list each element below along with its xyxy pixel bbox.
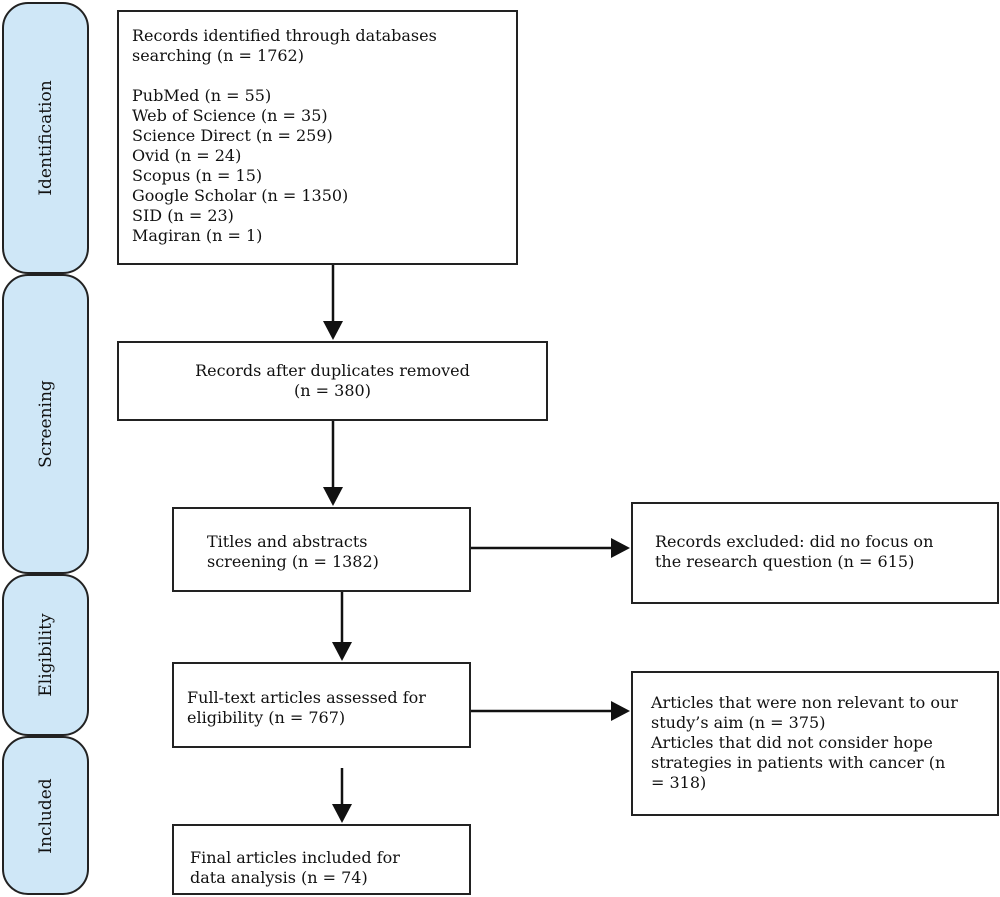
phase-screening: Screening (2, 274, 89, 574)
identified-heading-line-1: Records identified through databases (132, 26, 437, 45)
phase-eligibility: Eligibility (2, 574, 89, 736)
database-item-google-scholar: Google Scholar (n = 1350) (132, 186, 349, 205)
database-item-science-direct: Science Direct (n = 259) (132, 126, 333, 145)
arrow-duplicates-to-screening (323, 421, 343, 506)
articles-excluded-line-1: Articles that were non relevant to our (651, 693, 958, 712)
final-included-line-1: Final articles included for (190, 848, 400, 867)
titles-screening-line-2: screening (n = 1382) (207, 552, 379, 571)
arrow-identified-to-duplicates (323, 265, 343, 340)
articles-excluded-line-2: study’s aim (n = 375) (651, 713, 826, 732)
articles-excluded-line-4: strategies in patients with cancer (n (651, 753, 946, 772)
database-item-sid: SID (n = 23) (132, 206, 234, 225)
database-item-scopus: Scopus (n = 15) (132, 166, 263, 185)
duplicates-removed-line-2: (n = 380) (294, 381, 371, 400)
duplicates-removed-box: Records after duplicates removed (n = 38… (117, 341, 548, 421)
titles-abstracts-screening-box: Titles and abstracts screening (n = 1382… (172, 507, 471, 592)
titles-screening-line-1: Titles and abstracts (207, 532, 368, 551)
database-item-magiran: Magiran (n = 1) (132, 226, 263, 245)
identified-heading-line-2: searching (n = 1762) (132, 46, 304, 65)
fulltext-assessed-line-2: eligibility (n = 767) (187, 708, 346, 727)
articles-excluded-box: Articles that were non relevant to our s… (631, 671, 999, 816)
database-item-pubmed: PubMed (n = 55) (132, 86, 272, 105)
arrow-fulltext-to-articles-excluded (471, 701, 630, 721)
final-included-line-2: data analysis (n = 74) (190, 868, 368, 887)
records-excluded-line-1: Records excluded: did no focus on (655, 532, 934, 551)
arrow-screening-to-fulltext (332, 592, 352, 661)
database-item-ovid: Ovid (n = 24) (132, 146, 242, 165)
records-excluded-line-2: the research question (n = 615) (655, 552, 915, 571)
phase-included: Included (2, 736, 89, 895)
fulltext-assessed-box: Full-text articles assessed for eligibil… (172, 662, 471, 748)
database-item-web-of-science: Web of Science (n = 35) (132, 106, 328, 125)
records-excluded-box: Records excluded: did no focus on the re… (631, 502, 999, 604)
records-identified-box: Records identified through databases sea… (117, 10, 518, 265)
duplicates-removed-line-1: Records after duplicates removed (195, 361, 470, 380)
articles-excluded-line-3: Articles that did not consider hope (651, 733, 933, 752)
final-included-box: Final articles included for data analysi… (172, 824, 471, 895)
arrow-screening-to-excluded (471, 538, 630, 558)
arrow-fulltext-to-final (332, 768, 352, 823)
articles-excluded-line-5: = 318) (651, 773, 707, 792)
fulltext-assessed-line-1: Full-text articles assessed for (187, 688, 426, 707)
phase-identification: Identification (2, 2, 89, 274)
